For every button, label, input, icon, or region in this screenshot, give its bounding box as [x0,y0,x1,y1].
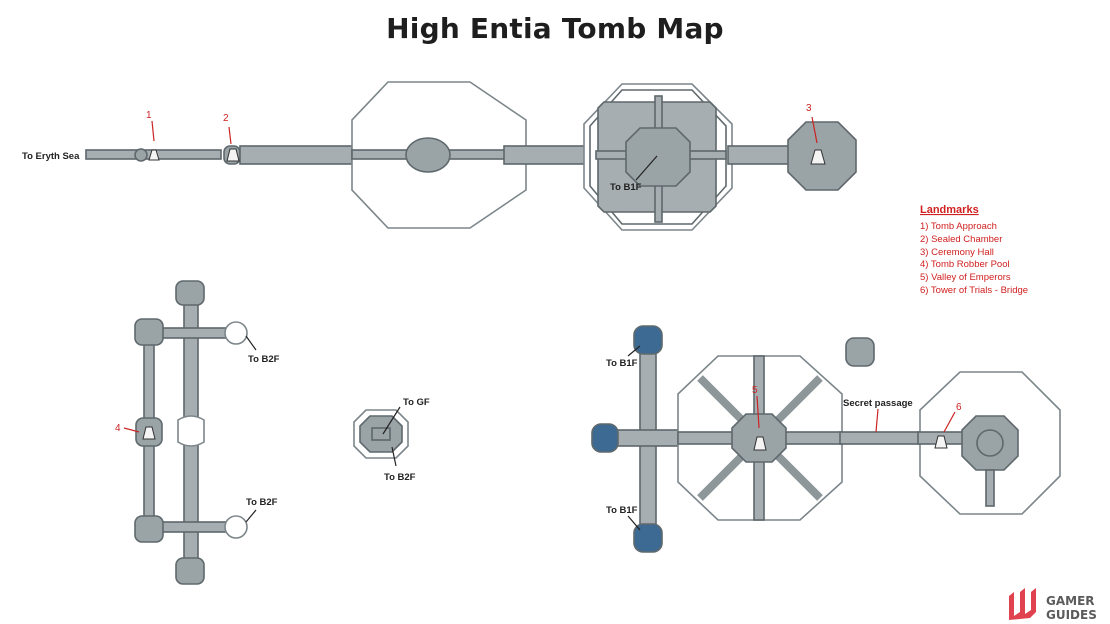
marker-3-leader [811,116,818,144]
south-room [175,557,205,585]
right-floor-map: 5 6 Secret passage To B1F To B1F [591,325,1061,553]
marker-6-leader [943,411,956,433]
landmark-pin-icon [142,426,156,440]
landmark-item: 1) Tomb Approach [920,221,997,232]
label-to-b1f-top: To B1F [610,182,642,193]
marker-5-leader [756,395,760,429]
landmark-item: 5) Valley of Emperors [920,272,1011,283]
logo-mark-icon [1009,588,1036,620]
label-to-b2f-lower: To B2F [246,497,278,508]
to-b1f-lower-leader [627,515,641,531]
label-to-eryth-sea: To Eryth Sea [22,151,80,162]
upper-pool [633,325,663,355]
bridge-node [177,415,205,447]
landmark-item: 2) Sealed Chamber [920,234,1002,245]
north-room [175,280,205,306]
to-b2f-upper-leader [245,335,257,351]
tower-core [976,429,1004,457]
secret-passage-leader [875,408,879,433]
stairwell-core [371,427,391,441]
landmark-pin-icon [810,149,826,165]
landmark-item: 6) Tower of Trials - Bridge [920,285,1028,296]
brand-line2: GUIDES [1046,608,1097,622]
middle-corridor [503,145,589,165]
label-to-b1f-upper-right: To B1F [606,358,638,369]
marker-2-leader [228,126,232,145]
marker-5: 5 [752,385,758,396]
marker-4-leader [123,427,140,433]
marker-4: 4 [115,423,121,434]
label-to-b1f-lower-right: To B1F [606,505,638,516]
marker-3: 3 [806,103,812,114]
tower-south-walk [985,469,995,507]
upper-stair-ring [224,321,248,345]
landmarks-legend: Landmarks 1) Tomb Approach 2) Sealed Cha… [920,204,1028,296]
approach-corridor [239,145,353,165]
landmark-pin-icon [226,148,240,162]
marker-2: 2 [223,113,229,124]
to-b1f-leader [635,155,658,181]
sw-room [134,515,164,543]
marker-6: 6 [956,402,962,413]
marker-1-leader [151,120,155,142]
nw-room [134,318,164,346]
landmarks-heading: Landmarks [920,204,979,216]
lower-stair-ring [224,515,248,539]
top-floor-map: To Eryth Sea 1 2 3 To B1F [22,81,857,231]
left-floor-map: 4 To B2F To B2F [115,280,280,585]
marker-1: 1 [146,110,152,121]
east-corridor [727,145,791,165]
landmark-item: 3) Ceremony Hall [920,247,994,258]
brand-line1: GAMER [1046,594,1095,608]
label-to-gf: To GF [403,397,430,408]
round-hall-center [405,137,451,173]
to-b2f-mid-leader [391,446,397,467]
landmark-pin-icon [753,436,767,451]
landmark-pin-icon [934,435,948,449]
west-pool [591,423,619,453]
to-b2f-lower-leader [245,509,257,523]
lower-pool [633,523,663,553]
to-gf-leader [382,406,401,435]
label-to-b2f-mid: To B2F [384,472,416,483]
label-secret-passage: Secret passage [843,398,913,409]
stairwell-map: To GF To B2F [353,397,430,483]
map-title: High Entia Tomb Map [386,12,724,45]
label-to-b2f-upper: To B2F [248,354,280,365]
entry-node [134,148,148,162]
isolated-room [845,337,875,367]
gamer-guides-logo: GAMER GUIDES [1009,588,1097,622]
lower-crossbar [153,521,229,533]
landmark-pin-icon [148,149,160,161]
upper-crossbar [153,327,229,339]
to-b1f-upper-leader [627,345,641,357]
secret-passage [839,431,921,445]
octagon-center-pit [625,127,691,187]
landmark-item: 4) Tomb Robber Pool [920,259,1010,270]
